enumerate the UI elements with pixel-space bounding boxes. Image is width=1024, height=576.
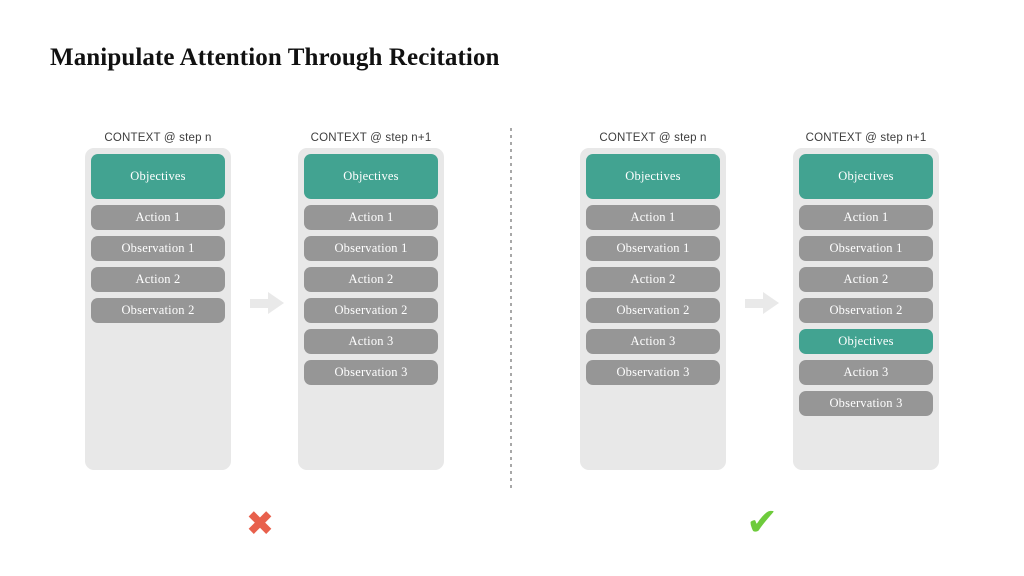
column-header: CONTEXT @ step n (104, 132, 212, 144)
context-item: Observation 1 (586, 236, 720, 261)
context-item: Action 1 (586, 205, 720, 230)
context-item: Observation 3 (799, 391, 933, 416)
page-title: Manipulate Attention Through Recitation (50, 44, 500, 71)
context-item: Action 2 (586, 267, 720, 292)
context-item: Observation 1 (799, 236, 933, 261)
context-item-objectives: Objectives (799, 329, 933, 354)
context-item: Action 2 (91, 267, 225, 292)
context-item: Observation 1 (91, 236, 225, 261)
arrow-right-icon (745, 292, 779, 314)
context-item-objectives: Objectives (304, 154, 438, 199)
context-item-objectives: Objectives (586, 154, 720, 199)
context-item: Observation 2 (799, 298, 933, 323)
context-item: Observation 2 (91, 298, 225, 323)
context-item-objectives: Objectives (799, 154, 933, 199)
column-header: CONTEXT @ step n+1 (805, 132, 927, 144)
arrow-head (268, 292, 284, 314)
context-item: Observation 2 (304, 298, 438, 323)
context-item: Observation 3 (304, 360, 438, 385)
context-item: Observation 2 (586, 298, 720, 323)
arrow-head (763, 292, 779, 314)
arrow-shaft (745, 299, 765, 308)
arrow-right-icon (250, 292, 284, 314)
context-item: Action 1 (91, 205, 225, 230)
check-mark-icon: ✔ (746, 500, 778, 544)
context-item: Action 2 (304, 267, 438, 292)
context-item: Action 3 (304, 329, 438, 354)
context-item: Action 3 (799, 360, 933, 385)
context-item: Action 2 (799, 267, 933, 292)
context-item: Action 1 (304, 205, 438, 230)
column-header: CONTEXT @ step n (599, 132, 707, 144)
column-header: CONTEXT @ step n+1 (310, 132, 432, 144)
context-item: Action 3 (586, 329, 720, 354)
context-item: Action 1 (799, 205, 933, 230)
context-item-objectives: Objectives (91, 154, 225, 199)
arrow-shaft (250, 299, 270, 308)
context-item: Observation 1 (304, 236, 438, 261)
panel-divider (510, 128, 512, 492)
context-item: Observation 3 (586, 360, 720, 385)
cross-mark-icon: ✖ (245, 504, 275, 544)
